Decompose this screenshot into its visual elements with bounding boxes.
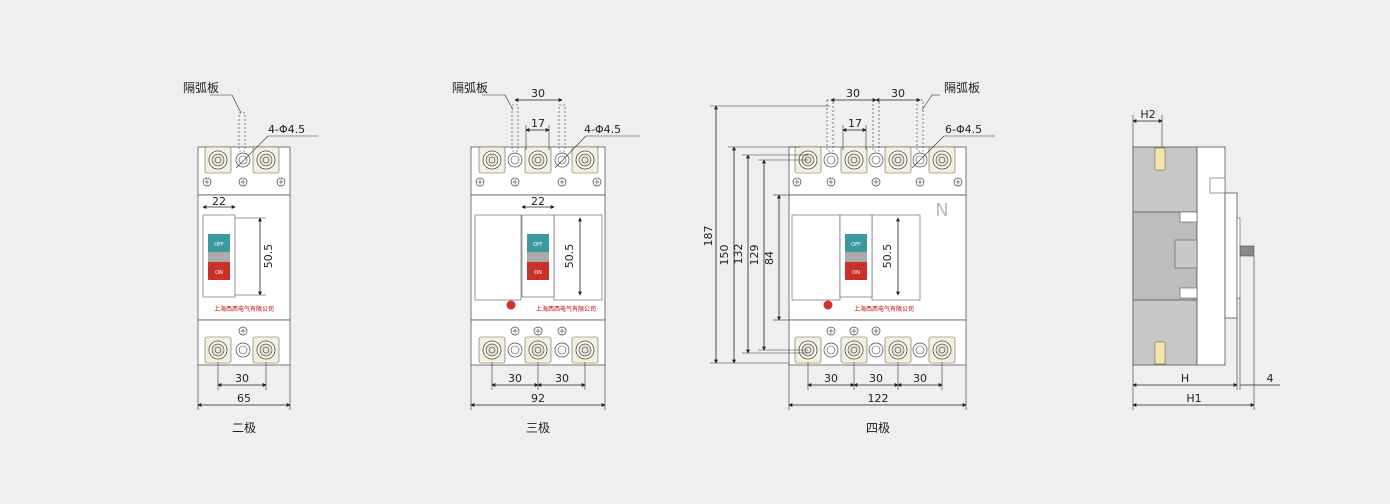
three-pole-drawing: OFF ON 上海西西电气有限公司 隔弧板 30 17 4-Φ4.5 22: [452, 81, 640, 435]
two-pole-off-label: OFF: [214, 242, 224, 248]
four-pole-off-label: OFF: [851, 242, 861, 248]
four-pole-dim-150: 150: [718, 245, 731, 266]
four-pole-dim-30-top-a: 30: [846, 87, 860, 100]
three-pole-hole-label: 4-Φ4.5: [584, 123, 621, 136]
four-pole-dim-132: 132: [732, 244, 745, 265]
four-pole-drawing: N OFF ON 上海西西电气有限公司 隔弧板 30 30: [702, 81, 995, 435]
four-pole-dim-187: 187: [702, 226, 715, 247]
three-pole-dim-30-a: 30: [508, 372, 522, 385]
three-pole-dim-30-b: 30: [555, 372, 569, 385]
four-pole-arc-plate-label: 隔弧板: [944, 81, 980, 95]
four-pole-dim-122: 122: [868, 392, 889, 405]
three-pole-brand: 上海西西电气有限公司: [536, 305, 596, 313]
four-pole-dim-30-c: 30: [913, 372, 927, 385]
two-pole-arc-plate-label: 隔弧板: [183, 81, 219, 95]
three-pole-dim-30-top: 30: [531, 87, 545, 100]
four-pole-hole-label: 6-Φ4.5: [945, 123, 982, 136]
four-pole-dim-30-b: 30: [869, 372, 883, 385]
four-pole-dim-84: 84: [763, 251, 776, 265]
two-pole-brand: 上海西西电气有限公司: [214, 305, 274, 313]
side-dim-h: H: [1181, 372, 1189, 385]
two-pole-caption: 二极: [232, 421, 256, 435]
three-pole-on-label: ON: [534, 270, 542, 276]
four-pole-n-mark: N: [935, 200, 948, 221]
four-pole-on-label: ON: [852, 270, 860, 276]
two-pole-dim-30: 30: [235, 372, 249, 385]
three-pole-caption: 三极: [526, 421, 550, 435]
three-pole-arc-plate-label: 隔弧板: [452, 81, 488, 95]
two-pole-dim-50-5: 50.5: [262, 244, 275, 269]
four-pole-dim-50-5: 50.5: [881, 244, 894, 269]
three-pole-dim-50-5: 50.5: [563, 244, 576, 269]
two-pole-dim-22: 22: [212, 195, 226, 208]
four-pole-dim-17: 17: [848, 117, 862, 130]
two-pole-hole-label: 4-Φ4.5: [268, 123, 305, 136]
four-pole-dim-30-top-b: 30: [891, 87, 905, 100]
three-pole-indicator: [506, 300, 516, 310]
side-dim-4: 4: [1267, 372, 1274, 385]
four-pole-indicator: [823, 300, 833, 310]
two-pole-drawing: OFF ON 上海西西电气有限公司 隔弧板 4-Φ4.5 22 50.5 30: [183, 81, 318, 435]
three-pole-dim-17: 17: [531, 117, 545, 130]
side-dim-h2: H2: [1140, 108, 1155, 121]
four-pole-dim-30-a: 30: [824, 372, 838, 385]
four-pole-caption: 四极: [866, 421, 890, 435]
three-pole-dim-22: 22: [531, 195, 545, 208]
side-view-drawing: H2 H 4 H1: [1132, 108, 1280, 410]
three-pole-dim-92: 92: [531, 392, 545, 405]
four-pole-brand: 上海西西电气有限公司: [854, 305, 914, 313]
two-pole-dim-65: 65: [237, 392, 251, 405]
three-pole-off-label: OFF: [533, 242, 543, 248]
four-pole-dim-129: 129: [748, 245, 761, 266]
side-dim-h1: H1: [1186, 392, 1201, 405]
two-pole-on-label: ON: [215, 270, 223, 276]
